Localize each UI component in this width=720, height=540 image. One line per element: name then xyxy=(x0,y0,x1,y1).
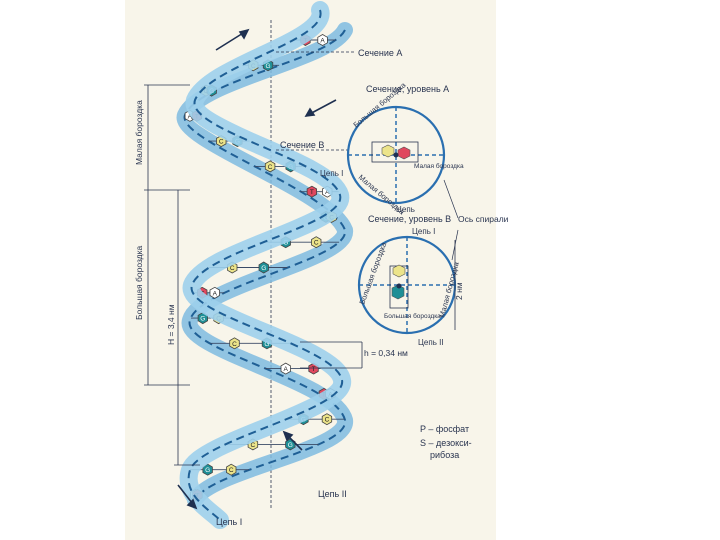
circle-b-small-label: Большая бороздка xyxy=(384,312,441,320)
rise-label: h = 0,34 нм xyxy=(364,348,408,358)
section-a-label: Сечение А xyxy=(358,48,402,58)
base-letter: T xyxy=(312,366,316,373)
section-b-level-label: Сечение, уровень В xyxy=(368,214,451,224)
base-letter: T xyxy=(310,189,314,196)
chain-i-label-b: Цепь I xyxy=(412,227,435,236)
minor-groove-label: Малая бороздка xyxy=(134,100,144,165)
base-letter: G xyxy=(200,316,205,323)
section-b-label: Сечение В xyxy=(280,140,324,150)
major-groove-label: Большая бороздка xyxy=(134,245,144,320)
base-letter: C xyxy=(314,240,319,247)
base-letter: C xyxy=(219,139,224,146)
base-letter: C xyxy=(229,467,234,474)
diameter-label: 2 нм xyxy=(454,282,464,300)
legend-phosphate: P – фосфат xyxy=(420,424,469,434)
base-letter: C xyxy=(268,164,273,171)
pitch-label: H = 3,4 нм xyxy=(166,304,176,345)
chain-i-bottom-label: Цепь I xyxy=(216,517,242,527)
base-letter: A xyxy=(284,366,289,373)
section-a-level-label: Сечение, уровень А xyxy=(366,84,449,94)
base-letter: A xyxy=(320,38,325,45)
base-letter: A xyxy=(213,290,218,297)
circle-a-small-label: Малая бороздка xyxy=(414,162,464,170)
base-letter: G xyxy=(288,442,293,449)
base-letter: C xyxy=(325,417,330,424)
axis-label: Ось спирали xyxy=(458,214,509,224)
chain-ii-bottom-label: Цепь II xyxy=(318,489,347,499)
base-letter: G xyxy=(261,265,266,272)
chain-ii-label-b: Цепь II xyxy=(418,338,444,347)
base-letter: C xyxy=(232,341,237,348)
axis-pointer-a xyxy=(444,180,458,218)
base-letter: G xyxy=(265,63,270,70)
legend-sugar-2: рибоза xyxy=(430,450,459,460)
base-letter: G xyxy=(205,467,210,474)
chain-i-label-a: Цепь I xyxy=(320,169,343,178)
legend-sugar-1: S – дезокси- xyxy=(420,438,472,448)
